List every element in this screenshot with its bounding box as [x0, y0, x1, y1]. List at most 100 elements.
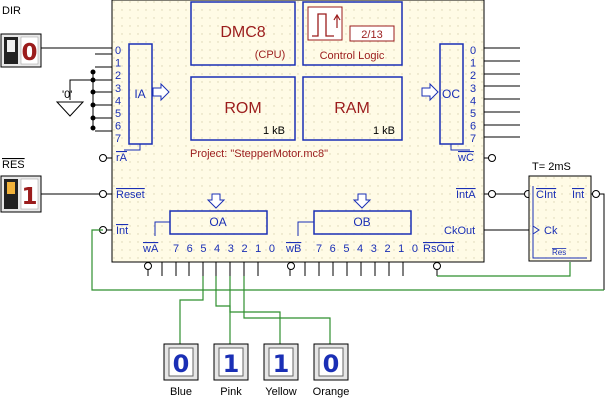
port-a-bit-6: 6	[187, 243, 193, 255]
indicator-label: Yellow	[265, 386, 296, 398]
ram-size: 1 kB	[373, 125, 395, 137]
indicator-value: 1	[273, 350, 290, 378]
clock-edge-icon	[532, 225, 540, 235]
ground-symbol: '0'	[55, 89, 85, 117]
ram-label: RAM	[334, 100, 370, 117]
timer-title: T= 2mS	[532, 161, 571, 173]
ram-block: RAM 1 kB	[302, 76, 403, 141]
junction-dots	[90, 69, 96, 131]
clock-waveform-icon	[312, 13, 334, 37]
reset-label: Reset	[116, 189, 145, 201]
input-pin-7: 7	[115, 133, 121, 145]
input-pin-2: 2	[115, 70, 121, 82]
port-b-bit-6: 6	[330, 243, 336, 255]
input-pin-5: 5	[115, 108, 121, 120]
port-a-bit-7: 7	[173, 243, 179, 255]
cpu-title: DMC8	[220, 24, 265, 41]
res-value: 1	[21, 184, 37, 210]
ia-label: IA	[134, 87, 145, 101]
zero-const-label: '0'	[62, 89, 72, 101]
res-switch[interactable]: RES 1	[0, 159, 42, 213]
ckout-label: CkOut	[444, 225, 475, 237]
input-pin-1: 1	[115, 58, 121, 70]
oa-register: OA	[154, 193, 268, 236]
inta-label: IntA	[456, 189, 476, 201]
cpu-chip	[111, 0, 485, 263]
port-a-bit-0: 0	[269, 243, 275, 255]
indicator-label: Pink	[220, 386, 242, 398]
res-label: RES	[2, 159, 25, 171]
cpu-core-block: DMC8 (CPU)	[190, 1, 296, 66]
arrow-right-icon	[421, 82, 439, 102]
pin-circles	[99, 154, 600, 270]
input-pin-6: 6	[115, 121, 121, 133]
arrow-up-icon	[333, 13, 341, 28]
dir-switch[interactable]: DIR 0	[0, 5, 42, 68]
port-a-bit-3: 3	[228, 243, 234, 255]
rom-label: ROM	[224, 100, 261, 117]
indicator-value: 0	[323, 350, 340, 378]
input-pin-0: 0	[115, 45, 121, 57]
timer-int-label: Int	[572, 189, 584, 201]
wa-label: wA	[142, 243, 159, 255]
ra-label: rA	[116, 152, 128, 164]
ob-register: OB	[297, 193, 412, 236]
output-pin-2: 2	[470, 70, 476, 82]
port-a-bit-4: 4	[214, 243, 220, 255]
port-b-bit-5: 5	[343, 243, 349, 255]
oa-label: OA	[209, 215, 226, 229]
output-pin-3: 3	[470, 83, 476, 95]
timer-res-label: Res	[552, 248, 566, 257]
output-pin-5: 5	[470, 108, 476, 120]
indicator-label: Orange	[313, 386, 350, 398]
port-b-bit-7: 7	[316, 243, 322, 255]
rsout-label: RsOut	[423, 243, 454, 255]
arrow-down-icon	[352, 193, 372, 209]
timer-clint-label: CInt	[536, 189, 556, 201]
project-name: Project: "StepperMotor.mc8"	[190, 148, 328, 160]
output-pin-6: 6	[470, 121, 476, 133]
output-pin-1: 1	[470, 58, 476, 70]
control-logic-block: 2/13 Control Logic	[302, 1, 403, 66]
port-b-bit-2: 2	[384, 243, 390, 255]
output-pin-0: 0	[470, 45, 476, 57]
green-wires	[91, 229, 604, 344]
output-pin-7: 7	[470, 133, 476, 145]
dir-value: 0	[21, 40, 37, 66]
wc-label: wC	[457, 152, 474, 164]
input-pin-4: 4	[115, 95, 121, 107]
int-label: Int	[116, 225, 128, 237]
rom-size: 1 kB	[263, 125, 285, 137]
arrow-right-icon	[152, 82, 170, 102]
dir-label: DIR	[2, 5, 21, 17]
ia-register: IA	[124, 43, 170, 151]
indicator-value: 0	[173, 350, 190, 378]
oc-register: OC	[421, 43, 470, 151]
indicator-label: Blue	[170, 386, 192, 398]
timer-ck-label: Ck	[544, 225, 558, 237]
wb-label: wB	[285, 243, 301, 255]
port-a-bit-2: 2	[241, 243, 247, 255]
port-a-bit-5: 5	[200, 243, 206, 255]
port-a-bit-1: 1	[255, 243, 261, 255]
control-logic-label: Control Logic	[320, 50, 385, 62]
port-b-bit-4: 4	[357, 243, 363, 255]
output-pin-4: 4	[470, 95, 476, 107]
input-pin-3: 3	[115, 83, 121, 95]
timer-block: T= 2mS CInt Int Ck Res	[528, 161, 592, 262]
arrow-down-icon	[206, 193, 226, 209]
port-b-bit-0: 0	[412, 243, 418, 255]
rom-block: ROM 1 kB	[190, 76, 296, 141]
control-step: 2/13	[361, 29, 382, 41]
oc-label: OC	[442, 87, 460, 101]
port-b-bit-1: 1	[398, 243, 404, 255]
